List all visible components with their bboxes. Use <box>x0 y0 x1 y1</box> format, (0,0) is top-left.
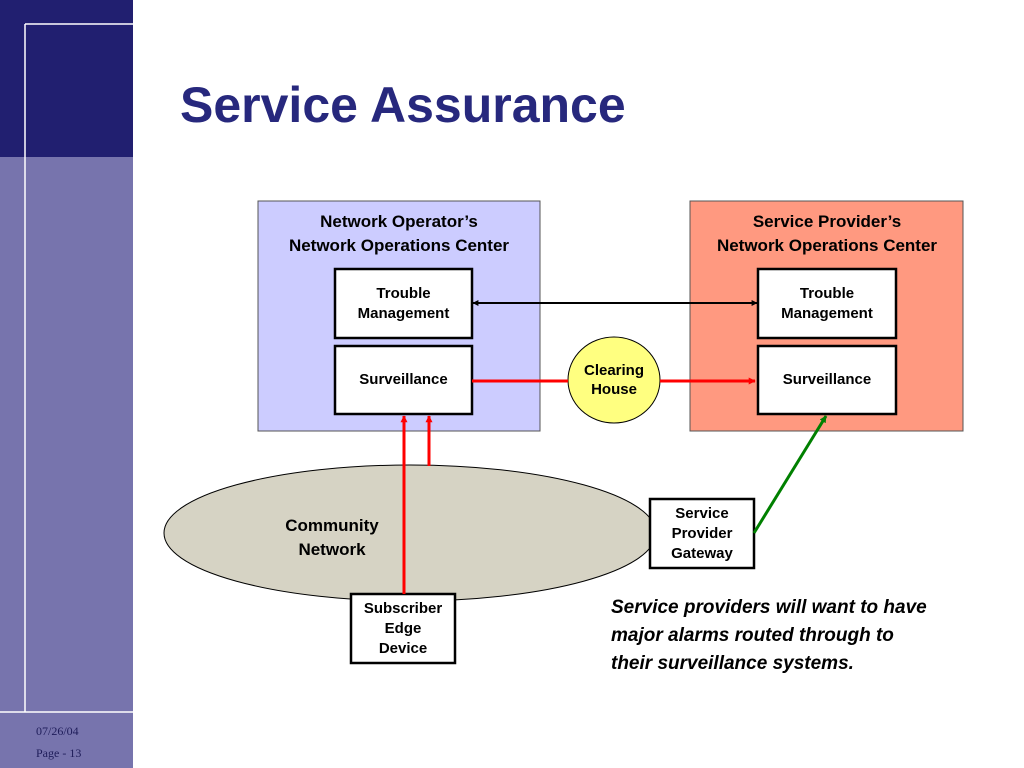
clearing-house-label-line: Clearing <box>583 362 644 379</box>
service-provider-gateway-box <box>648 497 756 570</box>
subscriber-edge-device-box <box>349 592 457 665</box>
slide-title: Service Assurance <box>180 77 626 133</box>
service-provider-gateway-label-line: Service <box>675 504 729 522</box>
gateway-to-provider-surveillance-link <box>752 415 828 534</box>
operator-surveillance-label-text: Surveillance <box>359 371 448 388</box>
community-network-label-line: Network <box>298 540 366 559</box>
network-operator-noc-title-line: Network Operator’s <box>320 212 478 231</box>
caption-line: major alarms routed through to <box>611 625 894 646</box>
community-network-label: Community Network <box>262 512 402 564</box>
operator-trouble-management-label-line: Management <box>357 304 450 322</box>
footer-page-number: Page - 13 <box>36 746 82 760</box>
subscriber-edge-device-label: Subscriber Edge Device <box>351 594 455 663</box>
service-provider-gateway-label-line: Provider <box>671 524 733 542</box>
operator-surveillance-label: Surveillance <box>335 346 472 414</box>
community-network-label-line: Community <box>285 516 379 535</box>
operator-trouble-management-label-line: Trouble <box>376 284 431 302</box>
provider-trouble-management-label-line: Management <box>781 304 873 322</box>
network-operator-noc-title-line: Network Operations Center <box>288 236 510 255</box>
provider-surveillance-label: Surveillance <box>758 346 896 414</box>
subscriber-edge-device-label-line: Edge <box>384 619 422 637</box>
caption-line: their surveillance systems. <box>611 653 854 674</box>
provider-trouble-management-label-line: Trouble <box>799 284 855 302</box>
clearing-house-label-line: House <box>591 381 637 398</box>
provider-surveillance-label-text: Surveillance <box>782 371 872 388</box>
caption-text: Service providers will want to have majo… <box>611 594 1011 678</box>
sidebar-top-block <box>0 0 133 157</box>
operator-trouble-management-label: Trouble Management <box>335 269 472 338</box>
subscriber-edge-device-label-line: Device <box>378 639 428 657</box>
service-provider-gateway-label-line: Gateway <box>671 544 733 562</box>
clearing-house-label: Clearing House <box>568 337 660 423</box>
provider-surveillance-box <box>756 344 898 416</box>
service-provider-noc-title-line: Service Provider’s <box>752 212 902 231</box>
community-network-ellipse <box>163 464 657 602</box>
provider-trouble-management-label: Trouble Management <box>758 269 896 338</box>
provider-trouble-management-box <box>756 267 898 340</box>
caption-line: Service providers will want to have <box>611 597 927 618</box>
network-operator-noc-title: Network Operator’s Network Operations Ce… <box>258 210 540 258</box>
operator-trouble-management-box <box>333 267 474 340</box>
footer-date: 07/26/04 <box>36 724 79 738</box>
service-provider-noc-title-line: Network Operations Center <box>716 236 938 255</box>
subscriber-edge-device-label-line: Subscriber <box>363 599 443 617</box>
service-provider-gateway-label: Service Provider Gateway <box>650 499 754 568</box>
service-provider-noc-title: Service Provider’s Network Operations Ce… <box>686 210 968 258</box>
